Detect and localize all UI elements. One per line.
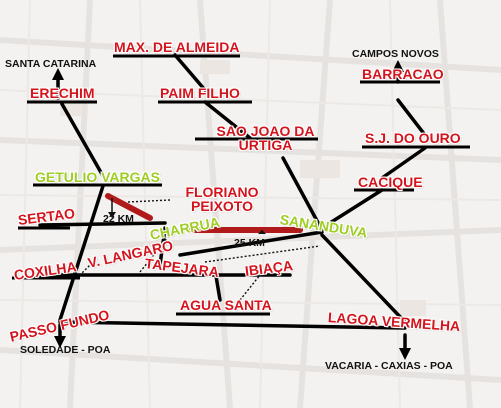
arrow-25km-head — [258, 230, 266, 234]
highlighted-segments — [105, 193, 303, 233]
destination-campos-novos: CAMPOS NOVOS — [352, 48, 439, 60]
road-erechim-getulio — [60, 102, 105, 178]
city-paim-filho: PAIM FILHO — [160, 85, 240, 101]
city-max-de-almeida: MAX. DE ALMEIDA — [114, 39, 240, 55]
distance-22km: 22 KM — [103, 213, 134, 225]
road-cacique-sananduva — [320, 188, 384, 230]
city-floriano-peixoto: FLORIANO PEIXOTO — [185, 184, 259, 214]
segment-getulio-charrua — [105, 193, 153, 221]
road-getulio-passofundo — [58, 184, 105, 322]
dotted-getulio-florianopeixoto — [127, 199, 171, 203]
road-sertao-charrua — [38, 221, 167, 227]
destination-vacaria-caxias-poa: VACARIA - CAXIAS - POA — [325, 360, 453, 372]
destination-soledade-poa: SOLEDADE - POA — [20, 344, 111, 356]
road-tapejara-sananduva — [178, 230, 324, 257]
arrow-vacaria — [399, 348, 411, 360]
road-paimfilho-saojoao — [203, 100, 252, 140]
city-sj-do-ouro: S.J. DO OURO — [365, 130, 461, 146]
dotted-tapejara-sananduva — [204, 245, 321, 263]
road-barracao-sjouro — [396, 98, 427, 137]
city-cacique: CACIQUE — [358, 174, 423, 190]
road-sananduva-lagoavermelha — [320, 233, 407, 324]
arrow-soledade — [54, 336, 66, 348]
city-barracao: BARRACAO — [362, 66, 444, 82]
city-agua-santa: AGUA SANTA — [180, 297, 272, 313]
road-maxdealmeida-paimfilho — [173, 53, 207, 92]
road-tapejara-aguasanta — [213, 268, 222, 302]
city-sao-joao-da-urtiga: SAO JOAO DA URTIGA — [216, 123, 315, 153]
road-saojoao-sananduva — [281, 156, 324, 232]
arrow-22km-head — [108, 212, 116, 218]
dotted-langaro-charrua — [139, 231, 173, 273]
distance-25km: 25 KM — [234, 237, 265, 249]
arrow-santa-catarina — [52, 68, 64, 80]
road-sjouro-cacique — [380, 146, 427, 180]
dotted-langaro-coxilha — [79, 259, 96, 276]
destination-santa-catarina: SANTA CATARINA — [5, 58, 97, 70]
road-passofundo-lagoavermelha — [58, 320, 407, 330]
city-erechim: ERECHIM — [30, 85, 95, 101]
city-getulio-vargas: GETULIO VARGAS — [35, 169, 160, 185]
arrow-campos-novos — [392, 60, 404, 72]
road-charrua-tapejara — [158, 226, 167, 267]
dotted-agua-ibiaca — [239, 274, 261, 301]
